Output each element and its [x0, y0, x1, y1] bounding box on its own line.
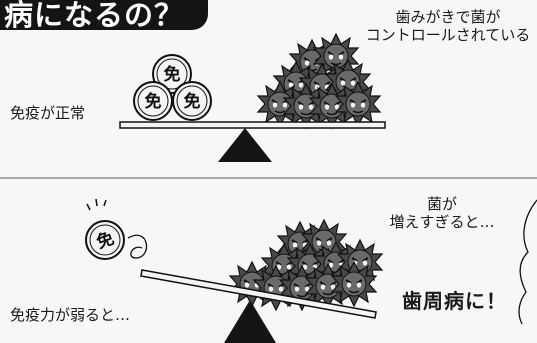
title-banner: 病になるの？ [0, 0, 208, 32]
top-ball-letter-3: 免 [184, 91, 201, 112]
bottom-ball-letter: 免 [94, 228, 117, 254]
top-ball-letter-1: 免 [164, 64, 181, 85]
top-germ-cluster [257, 33, 381, 129]
top-caption-left: 免疫が正常 [10, 104, 86, 122]
bottom-caption-right: 菌が 増えすぎると… [364, 195, 520, 231]
partial-face-outline [518, 199, 537, 325]
bottom-seesaw [140, 269, 377, 343]
bottom-caption-right-line1: 菌が [426, 195, 457, 213]
top-ball-letter-2: 免 [145, 91, 162, 112]
bottom-caption-left: 免疫力が弱ると… [10, 306, 131, 324]
top-caption-right: 歯みがきで菌が コントロールされている [358, 8, 537, 44]
banner-title: 病になるの？ [4, 0, 185, 32]
falling-immune-ball [85, 198, 148, 260]
bottom-caption-right-line2: 増えすぎると… [389, 213, 495, 231]
top-caption-right-line2: コントロールされている [365, 26, 531, 44]
top-seesaw [119, 121, 386, 162]
top-caption-right-line1: 歯みがきで菌が [395, 8, 501, 26]
periodontal-result-label: 歯周病に！ [402, 289, 507, 313]
